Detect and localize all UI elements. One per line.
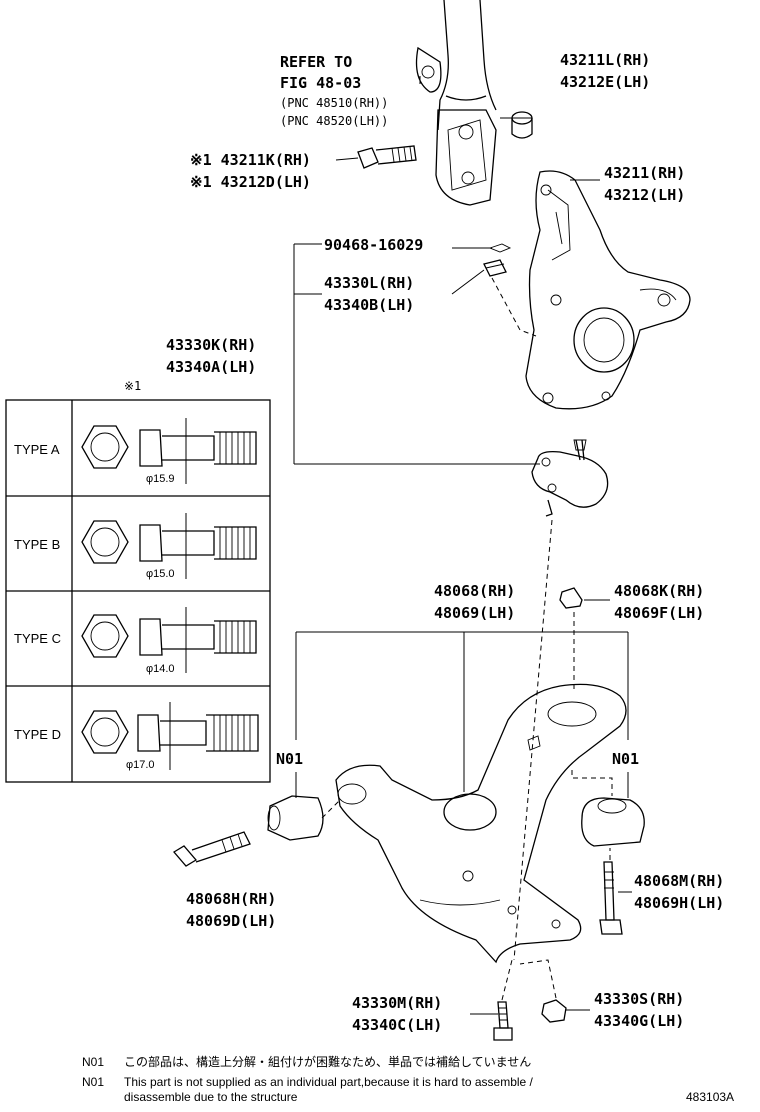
ball-joint <box>531 439 609 517</box>
table-type-b: TYPE B <box>14 537 60 552</box>
label-bolt-rh[interactable]: ※1 43211K(RH) <box>190 151 311 169</box>
castle-nut-43330L <box>483 259 507 277</box>
bolt-48068M <box>599 861 623 935</box>
bolt-43211K <box>357 145 417 169</box>
lower-control-arm <box>335 683 627 964</box>
label-bolt-lh[interactable]: ※1 43212D(LH) <box>190 173 311 191</box>
label-bjnut-lh[interactable]: 43340G(LH) <box>594 1012 684 1030</box>
refer-line4: (PNC 48520(LH)) <box>280 114 388 128</box>
leader-lines <box>293 76 632 1015</box>
label-knuckle-lh[interactable]: 43212(LH) <box>604 186 685 204</box>
label-armbolt-m-lh[interactable]: 48069H(LH) <box>634 894 724 912</box>
steering-knuckle <box>525 170 691 410</box>
label-bjbolt-rh[interactable]: 43330M(RH) <box>352 994 442 1012</box>
label-armbolt-h-lh[interactable]: 48069D(LH) <box>186 912 276 930</box>
label-knuckle-rh[interactable]: 43211(RH) <box>604 164 685 182</box>
nut-43330S <box>541 999 567 1023</box>
label-nut-rh[interactable]: 43330L(RH) <box>324 274 414 292</box>
label-bushing-rh[interactable]: 43211L(RH) <box>560 51 650 69</box>
figure-id: 483103A <box>686 1090 734 1104</box>
refer-line3: (PNC 48510(RH)) <box>280 96 388 110</box>
note-text-en-2: disassemble due to the structure <box>124 1090 298 1104</box>
label-bjbolt-lh[interactable]: 43340C(LH) <box>352 1016 442 1034</box>
table-type-c: TYPE C <box>14 631 61 646</box>
label-armbolt-h-rh[interactable]: 48068H(RH) <box>186 890 276 908</box>
refer-line2: FIG 48-03 <box>280 74 361 92</box>
note-code-1: N01 <box>82 1055 104 1069</box>
label-balljoint-lh[interactable]: 43340A(LH) <box>166 358 256 376</box>
label-arm-rh[interactable]: 48068(RH) <box>434 582 515 600</box>
label-n01-left[interactable]: N01 <box>276 750 303 768</box>
label-nut-lh[interactable]: 43340B(LH) <box>324 296 414 314</box>
label-balljoint-rh[interactable]: 43330K(RH) <box>166 336 256 354</box>
hex-nut-b <box>81 520 129 564</box>
label-armnut-rh[interactable]: 48068K(RH) <box>614 582 704 600</box>
bushing-43211L <box>511 111 533 139</box>
note-code-2: N01 <box>82 1075 104 1089</box>
table-dia-b: φ15.0 <box>146 568 175 580</box>
bushing-left <box>267 795 324 841</box>
table-type-a: TYPE A <box>14 442 60 457</box>
hex-nut-a <box>81 425 129 469</box>
table-dia-a: φ15.9 <box>146 473 175 485</box>
arm-nut-48068K <box>559 587 583 609</box>
label-n01-right[interactable]: N01 <box>612 750 639 768</box>
table-type-d: TYPE D <box>14 727 61 742</box>
hex-nut-c <box>81 614 129 658</box>
note-text-jp: この部品は、構造上分解・組付けが困難なため、単品では補給していません <box>124 1054 531 1069</box>
cotter-pin <box>488 243 512 253</box>
label-cotter[interactable]: 90468-16029 <box>324 236 423 254</box>
table-dia-c: φ14.0 <box>146 663 175 675</box>
refer-line1: REFER TO <box>280 53 352 71</box>
label-armbolt-m-rh[interactable]: 48068M(RH) <box>634 872 724 890</box>
table-dia-d: φ17.0 <box>126 759 155 771</box>
bolt-48068H <box>173 831 251 867</box>
label-bjnut-rh[interactable]: 43330S(RH) <box>594 990 684 1008</box>
label-armnut-lh[interactable]: 48069F(LH) <box>614 604 704 622</box>
note-text-en-1: This part is not supplied as an individu… <box>124 1075 534 1089</box>
type-table: ※1 TYPE A φ15.9 TYPE B φ15.0 TYPE C φ14.… <box>5 379 271 783</box>
bushing-right <box>581 797 645 847</box>
strut-bracket <box>415 0 497 206</box>
label-bushing-lh[interactable]: 43212E(LH) <box>560 73 650 91</box>
bolt-43330M <box>493 1001 513 1041</box>
label-arm-lh[interactable]: 48069(LH) <box>434 604 515 622</box>
hex-nut-d <box>81 710 129 754</box>
table-mark: ※1 <box>124 379 141 393</box>
